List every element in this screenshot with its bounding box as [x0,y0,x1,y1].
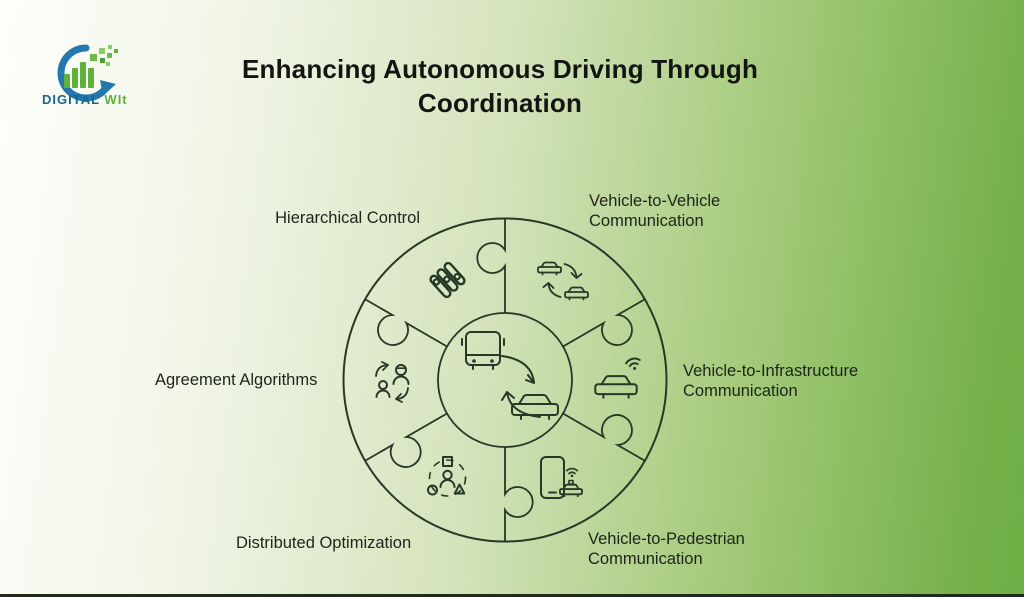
puzzle-ring [342,217,668,543]
puzzle-divider-upper-left [364,298,448,348]
puzzle-divider-bottom [504,447,534,542]
connected-car-icon [594,357,641,399]
bus-icon [461,331,505,370]
label-vehicle-to-pedestrian: Vehicle-to-Pedestrian Communication [588,529,745,569]
page-title-line2: Coordination [417,88,583,118]
pixel-squares [90,45,118,66]
label-line: Vehicle-to-Pedestrian [588,530,745,548]
label-line: Distributed Optimization [236,534,412,552]
sliders-icon [429,261,466,299]
phone-and-car-icon [540,456,583,499]
label-hierarchical-control: Hierarchical Control [275,208,420,228]
puzzle-divider-upper-right [562,298,646,348]
cars-exchange-icon [537,261,589,301]
label-line: Vehicle-to-Vehicle [589,192,721,210]
label-line: Agreement Algorithms [155,371,318,389]
label-line: Communication [683,382,798,400]
logo-text-secondary: WIt [104,92,128,107]
label-line: Hierarchical Control [275,209,420,227]
bottom-edge-divider [0,594,1024,597]
arrow-head [100,80,116,96]
label-line: Vehicle-to-Infrastructure [683,362,859,380]
logo-wordmark: DIGITAL WIt [42,92,162,107]
circle-arrow-stroke [57,44,110,102]
digital-wit-logo [57,44,118,102]
puzzle-divider-top [476,218,506,313]
logo-text-primary: DIGITAL [42,92,100,107]
page-title: Enhancing Autonomous Driving Through Coo… [0,52,1000,120]
puzzle-divider-lower-left [364,412,448,468]
label-line: Communication [588,550,703,568]
bar-chart-bars [64,62,94,88]
label-line: Communication [589,212,704,230]
puzzle-divider-lower-right [562,412,646,462]
inner-circle [437,312,573,448]
label-vehicle-to-vehicle: Vehicle-to-Vehicle Communication [589,191,720,231]
cycle-arrows-icon [501,355,541,418]
label-distributed-optimization: Distributed Optimization [236,533,411,553]
person-shapes-icon [427,456,467,497]
diagram-icons [375,261,641,499]
people-exchange-icon [375,361,410,403]
label-agreement-algorithms: Agreement Algorithms [155,370,317,390]
growth-chart-circle-arrow-logo [57,44,118,102]
page-title-line1: Enhancing Autonomous Driving Through [241,54,759,84]
label-vehicle-to-infrastructure: Vehicle-to-Infrastructure Communication [683,361,858,401]
coordination-puzzle-diagram [342,217,668,543]
